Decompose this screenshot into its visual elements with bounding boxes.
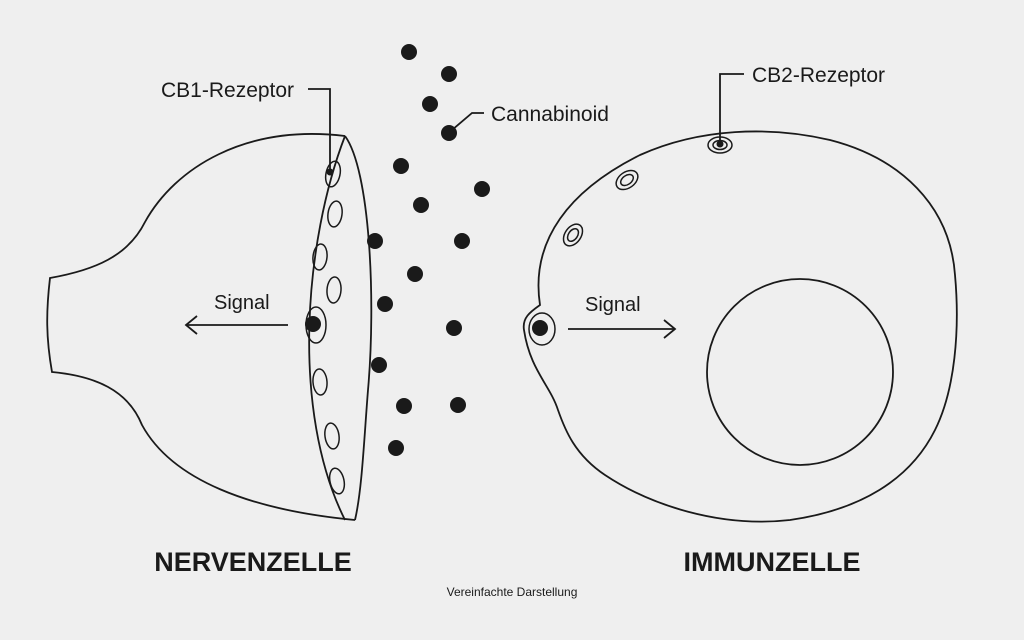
nerve-cell <box>46 133 373 521</box>
signal-left: Signal <box>184 292 288 335</box>
cannabinoid-molecule <box>367 233 383 249</box>
cannabinoid-molecule <box>393 158 409 174</box>
diagram-caption: Vereinfachte Darstellung <box>447 585 578 599</box>
immune-cell-title: IMMUNZELLE <box>684 547 861 577</box>
immune-cell-nucleus <box>706 278 894 466</box>
cb2-receptor-inner <box>566 227 580 243</box>
cb1-receptor <box>312 243 328 271</box>
cannabinoid-molecule <box>422 96 438 112</box>
bound-cannabinoid <box>532 320 548 336</box>
cb2-receptor-bound <box>528 312 556 346</box>
cannabinoid-molecule <box>407 266 423 282</box>
cannabinoid-molecule <box>446 320 462 336</box>
cannabinoid-callout: Cannabinoid <box>451 103 609 131</box>
signal-right-arrow-head <box>663 319 677 339</box>
signal-right: Signal <box>568 294 677 339</box>
cannabinoid-label: Cannabinoid <box>491 103 609 126</box>
cb2-leader-dot <box>716 140 724 148</box>
cb1-receptors <box>305 160 346 495</box>
cb2-receptors <box>528 136 733 346</box>
cb2-label: CB2-Rezeptor <box>752 64 885 87</box>
cannabinoid-molecule <box>396 398 412 414</box>
cannabinoid-molecule <box>454 233 470 249</box>
cannabinoid-molecule <box>474 181 490 197</box>
bound-cannabinoid <box>305 316 321 332</box>
cb1-receptor <box>324 160 342 188</box>
cannabinoid-molecule <box>413 197 429 213</box>
nerve-cell-title: NERVENZELLE <box>154 547 352 577</box>
cannabinoid-molecule <box>441 66 457 82</box>
nerve-cell-membrane-outer <box>344 135 373 521</box>
cb2-receptor-inner <box>619 173 635 187</box>
cb2-receptor <box>562 223 584 247</box>
cb1-leader-dot <box>326 168 334 176</box>
nerve-cell-body <box>46 133 356 521</box>
cannabinoid-molecules <box>367 44 490 456</box>
cb1-receptor <box>328 467 346 495</box>
cannabinoid-molecule <box>450 397 466 413</box>
signal-left-label: Signal <box>214 292 270 314</box>
cb1-leader-line <box>308 88 331 170</box>
cb1-receptor <box>327 200 343 228</box>
signal-right-label: Signal <box>585 294 641 316</box>
cb1-receptor <box>312 368 328 396</box>
signal-left-arrow-head <box>184 315 198 335</box>
immune-cell <box>522 130 958 523</box>
cb2-callout: CB2-Rezeptor <box>716 64 885 148</box>
immune-cell-body <box>522 130 958 523</box>
cb1-callout: CB1-Rezeptor <box>161 79 334 176</box>
cb1-receptor <box>324 422 340 450</box>
cb1-label: CB1-Rezeptor <box>161 79 294 102</box>
cannabinoid-molecule <box>401 44 417 60</box>
cannabinoid-molecule <box>371 357 387 373</box>
cb2-leader-line <box>719 73 744 140</box>
cb1-receptor <box>326 276 342 304</box>
cannabinoid-leader-line <box>451 112 484 131</box>
cannabinoid-molecule <box>388 440 404 456</box>
cannabinoid-molecule <box>377 296 393 312</box>
cb2-receptor <box>615 169 639 191</box>
